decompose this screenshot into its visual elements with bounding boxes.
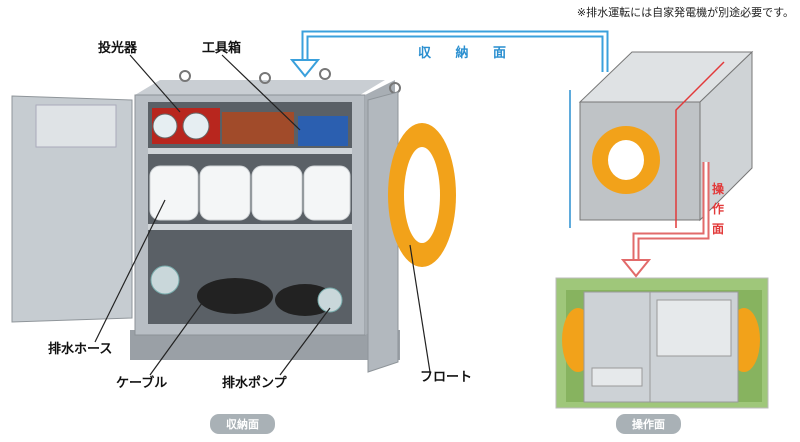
toolbox-label: 工具箱 <box>202 41 242 56</box>
operation-face-char-2: 作 <box>712 202 725 216</box>
arrow-icon <box>620 162 710 278</box>
operation-caption: 操作面 <box>616 414 681 434</box>
float-label: フロート <box>420 370 473 385</box>
hose-label: 排水ホース <box>48 342 113 357</box>
operation-face-char-3: 面 <box>712 222 725 236</box>
cabinet-diagram <box>569 50 754 228</box>
storage-face-label: 収 納 面 <box>418 46 517 61</box>
cabinet-illustration <box>11 54 456 376</box>
operation-face-char-1: 操 <box>712 182 725 196</box>
light-label: 投光器 <box>98 41 138 56</box>
pump-label: 排水ポンプ <box>222 376 287 391</box>
cable-label: ケーブル <box>116 376 168 391</box>
operation-face-photo <box>555 277 769 409</box>
arrow-icon <box>289 30 609 78</box>
storage-caption: 収納面 <box>210 414 275 434</box>
generator-note: ※排水運転には自家発電機が別途必要です。 <box>576 6 794 19</box>
